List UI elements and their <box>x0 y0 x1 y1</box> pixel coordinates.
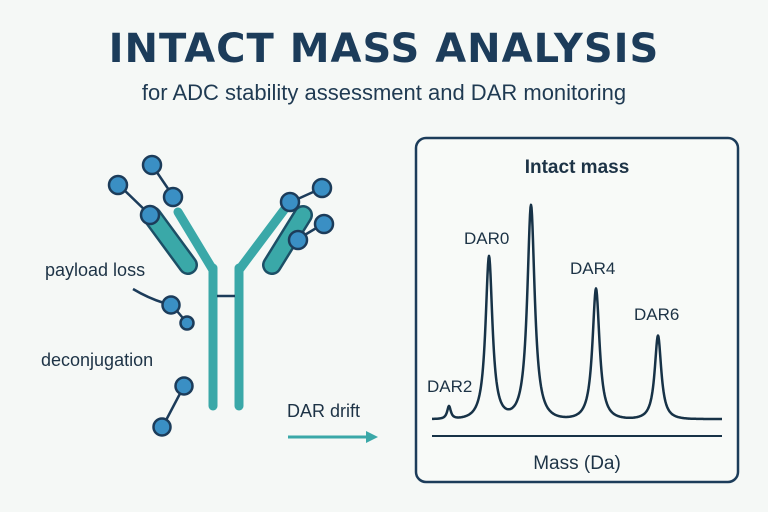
deconjugation-label: deconjugation <box>41 350 153 370</box>
released-payloads <box>132 287 195 437</box>
dar-drift-label: DAR drift <box>287 401 360 421</box>
payload-drug <box>279 191 301 213</box>
released-payload-drug <box>161 295 181 315</box>
panel-title: Intact mass <box>525 157 630 178</box>
payload-loss-connector <box>132 287 165 305</box>
released-payload-drug <box>174 376 194 396</box>
payload-drug <box>287 229 309 251</box>
antibody-left-arm <box>173 207 218 275</box>
antibody <box>142 205 313 411</box>
antibody-right-arm <box>234 205 289 275</box>
light-chain-right <box>264 207 311 273</box>
released-payload-drug <box>152 417 172 437</box>
peak-label-dar2: DAR2 <box>427 377 472 396</box>
payload-drug <box>141 154 163 176</box>
spectrum-trace <box>431 203 723 421</box>
x-axis-label: Mass (Da) <box>533 453 621 474</box>
payload-drug <box>107 174 129 196</box>
mass-spectrum-panel: Intact mass Mass (Da) DAR2 DAR0 DAR4 DAR… <box>414 136 740 484</box>
page-subtitle: for ADC stability assessment and DAR mon… <box>141 80 627 105</box>
released-payload-drug <box>179 315 195 331</box>
payload-drug <box>311 177 333 199</box>
peak-label-dar0: DAR0 <box>464 229 509 248</box>
peak-label-dar6: DAR6 <box>634 305 679 324</box>
payload-loss-label: payload loss <box>45 260 145 280</box>
dar-drift-arrow <box>288 431 378 443</box>
attached-payloads <box>107 154 335 251</box>
payload-drug <box>139 204 161 226</box>
panel-frame <box>414 136 740 484</box>
payload-drug <box>313 213 335 235</box>
payload-drug <box>162 186 184 208</box>
page-title: INTACT MASS ANALYSIS <box>108 26 660 72</box>
light-chain-left <box>144 208 196 273</box>
peak-label-dar4: DAR4 <box>570 259 615 278</box>
